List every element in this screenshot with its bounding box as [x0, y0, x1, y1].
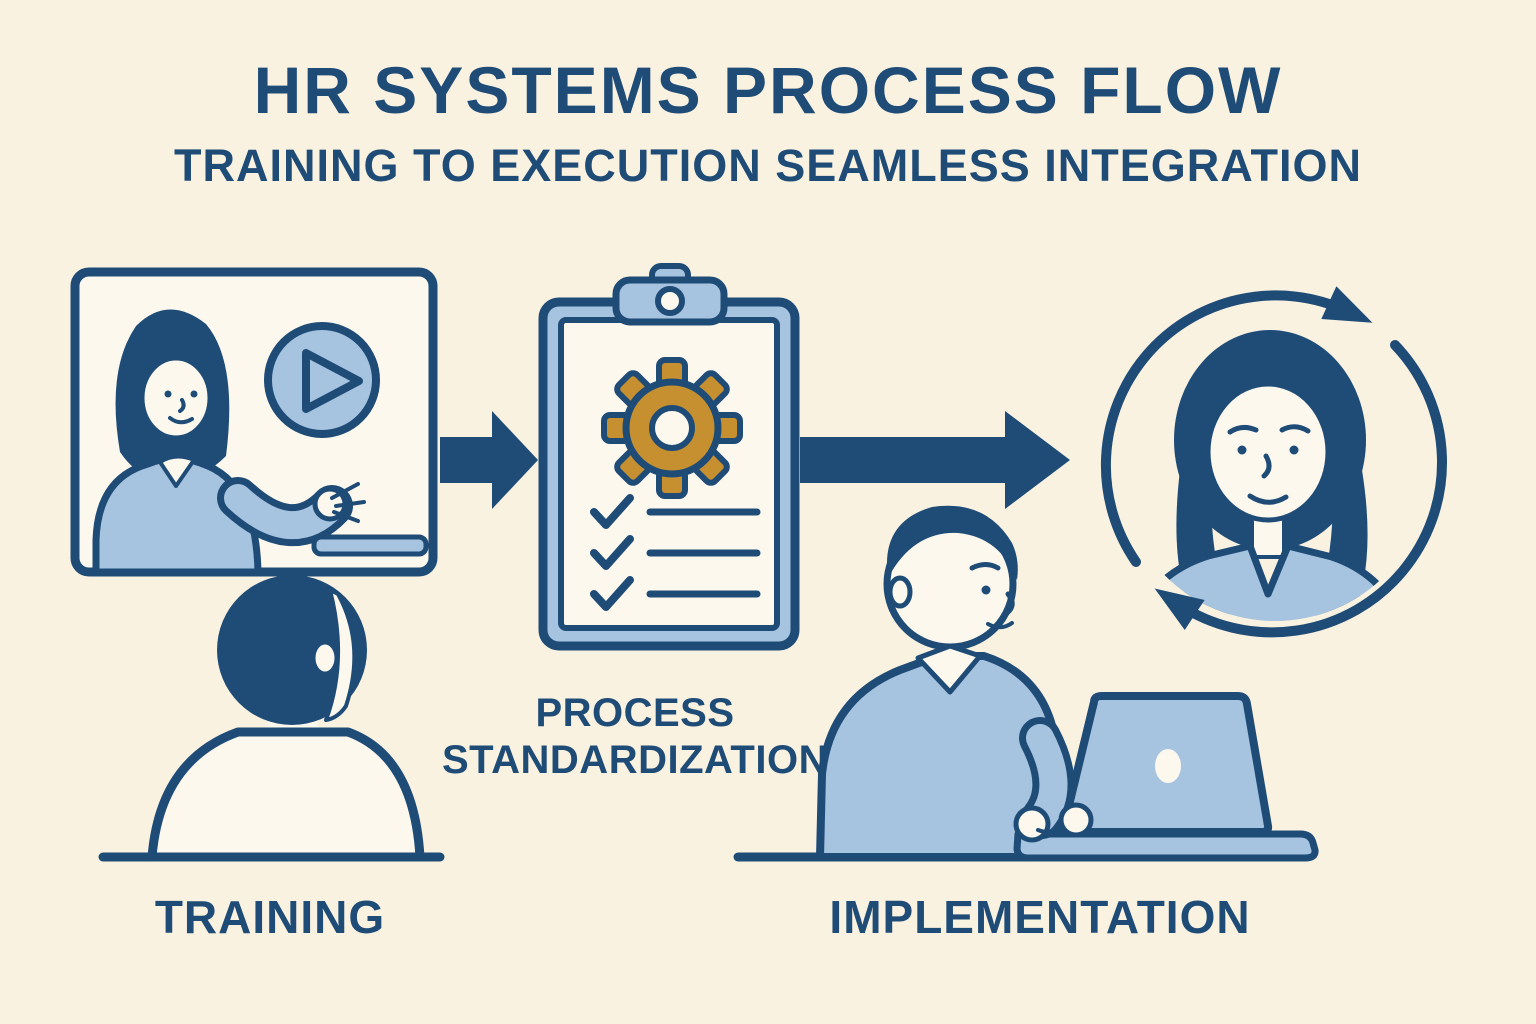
- process-standardization-label: PROCESS STANDARDIZATION: [442, 691, 828, 783]
- cycle-portrait: [1119, 330, 1416, 621]
- viewer-ear: [310, 639, 340, 677]
- checklist-check-icon: [590, 535, 634, 570]
- worker-hand: [1013, 805, 1051, 843]
- presenter-face: [139, 355, 213, 441]
- play-triangle-icon: [302, 349, 363, 413]
- worker-hair: [886, 505, 1018, 580]
- video-presenter: [92, 309, 366, 572]
- implementation-label: IMPLEMENTATION: [829, 891, 1251, 943]
- laptop-logo: [1155, 749, 1181, 783]
- viewer-shirt: [147, 727, 425, 862]
- checklist-check-icon: [590, 494, 634, 529]
- training-label: TRAINING: [154, 891, 386, 943]
- worker-hand: [1058, 802, 1094, 838]
- laptop-base: [1013, 830, 1319, 862]
- flow-arrow-icon-1: [440, 411, 538, 509]
- viewer-profile: [324, 588, 357, 722]
- trainee-viewer: [147, 575, 425, 862]
- implementation-illustration: [816, 505, 1319, 862]
- presenter-collar: [158, 454, 196, 488]
- worker-collar: [915, 643, 983, 695]
- continuous-cycle-illustration: [1100, 286, 1448, 638]
- worker-ear: [887, 575, 913, 609]
- checklist-check-icon: [590, 576, 634, 611]
- gear-icon: [601, 357, 743, 499]
- viewer-head: [217, 575, 367, 725]
- flow-arrow-icon-2: [800, 411, 1070, 509]
- portrait-blouse: [1119, 542, 1416, 621]
- video-progress-bar: [311, 534, 429, 557]
- training-video-illustration: [70, 267, 438, 862]
- portrait-face: [1205, 381, 1331, 523]
- page-subtitle: TRAINING TO EXECUTION SEAMLESS INTEGRATI…: [174, 140, 1362, 191]
- page-title: HR SYSTEMS PROCESS FLOW: [253, 53, 1283, 127]
- video-play-icon: [264, 322, 380, 438]
- process-clipboard-illustration: [538, 263, 800, 651]
- cycle-arrows-icon: [1100, 286, 1448, 638]
- checklist-icon: [590, 494, 761, 611]
